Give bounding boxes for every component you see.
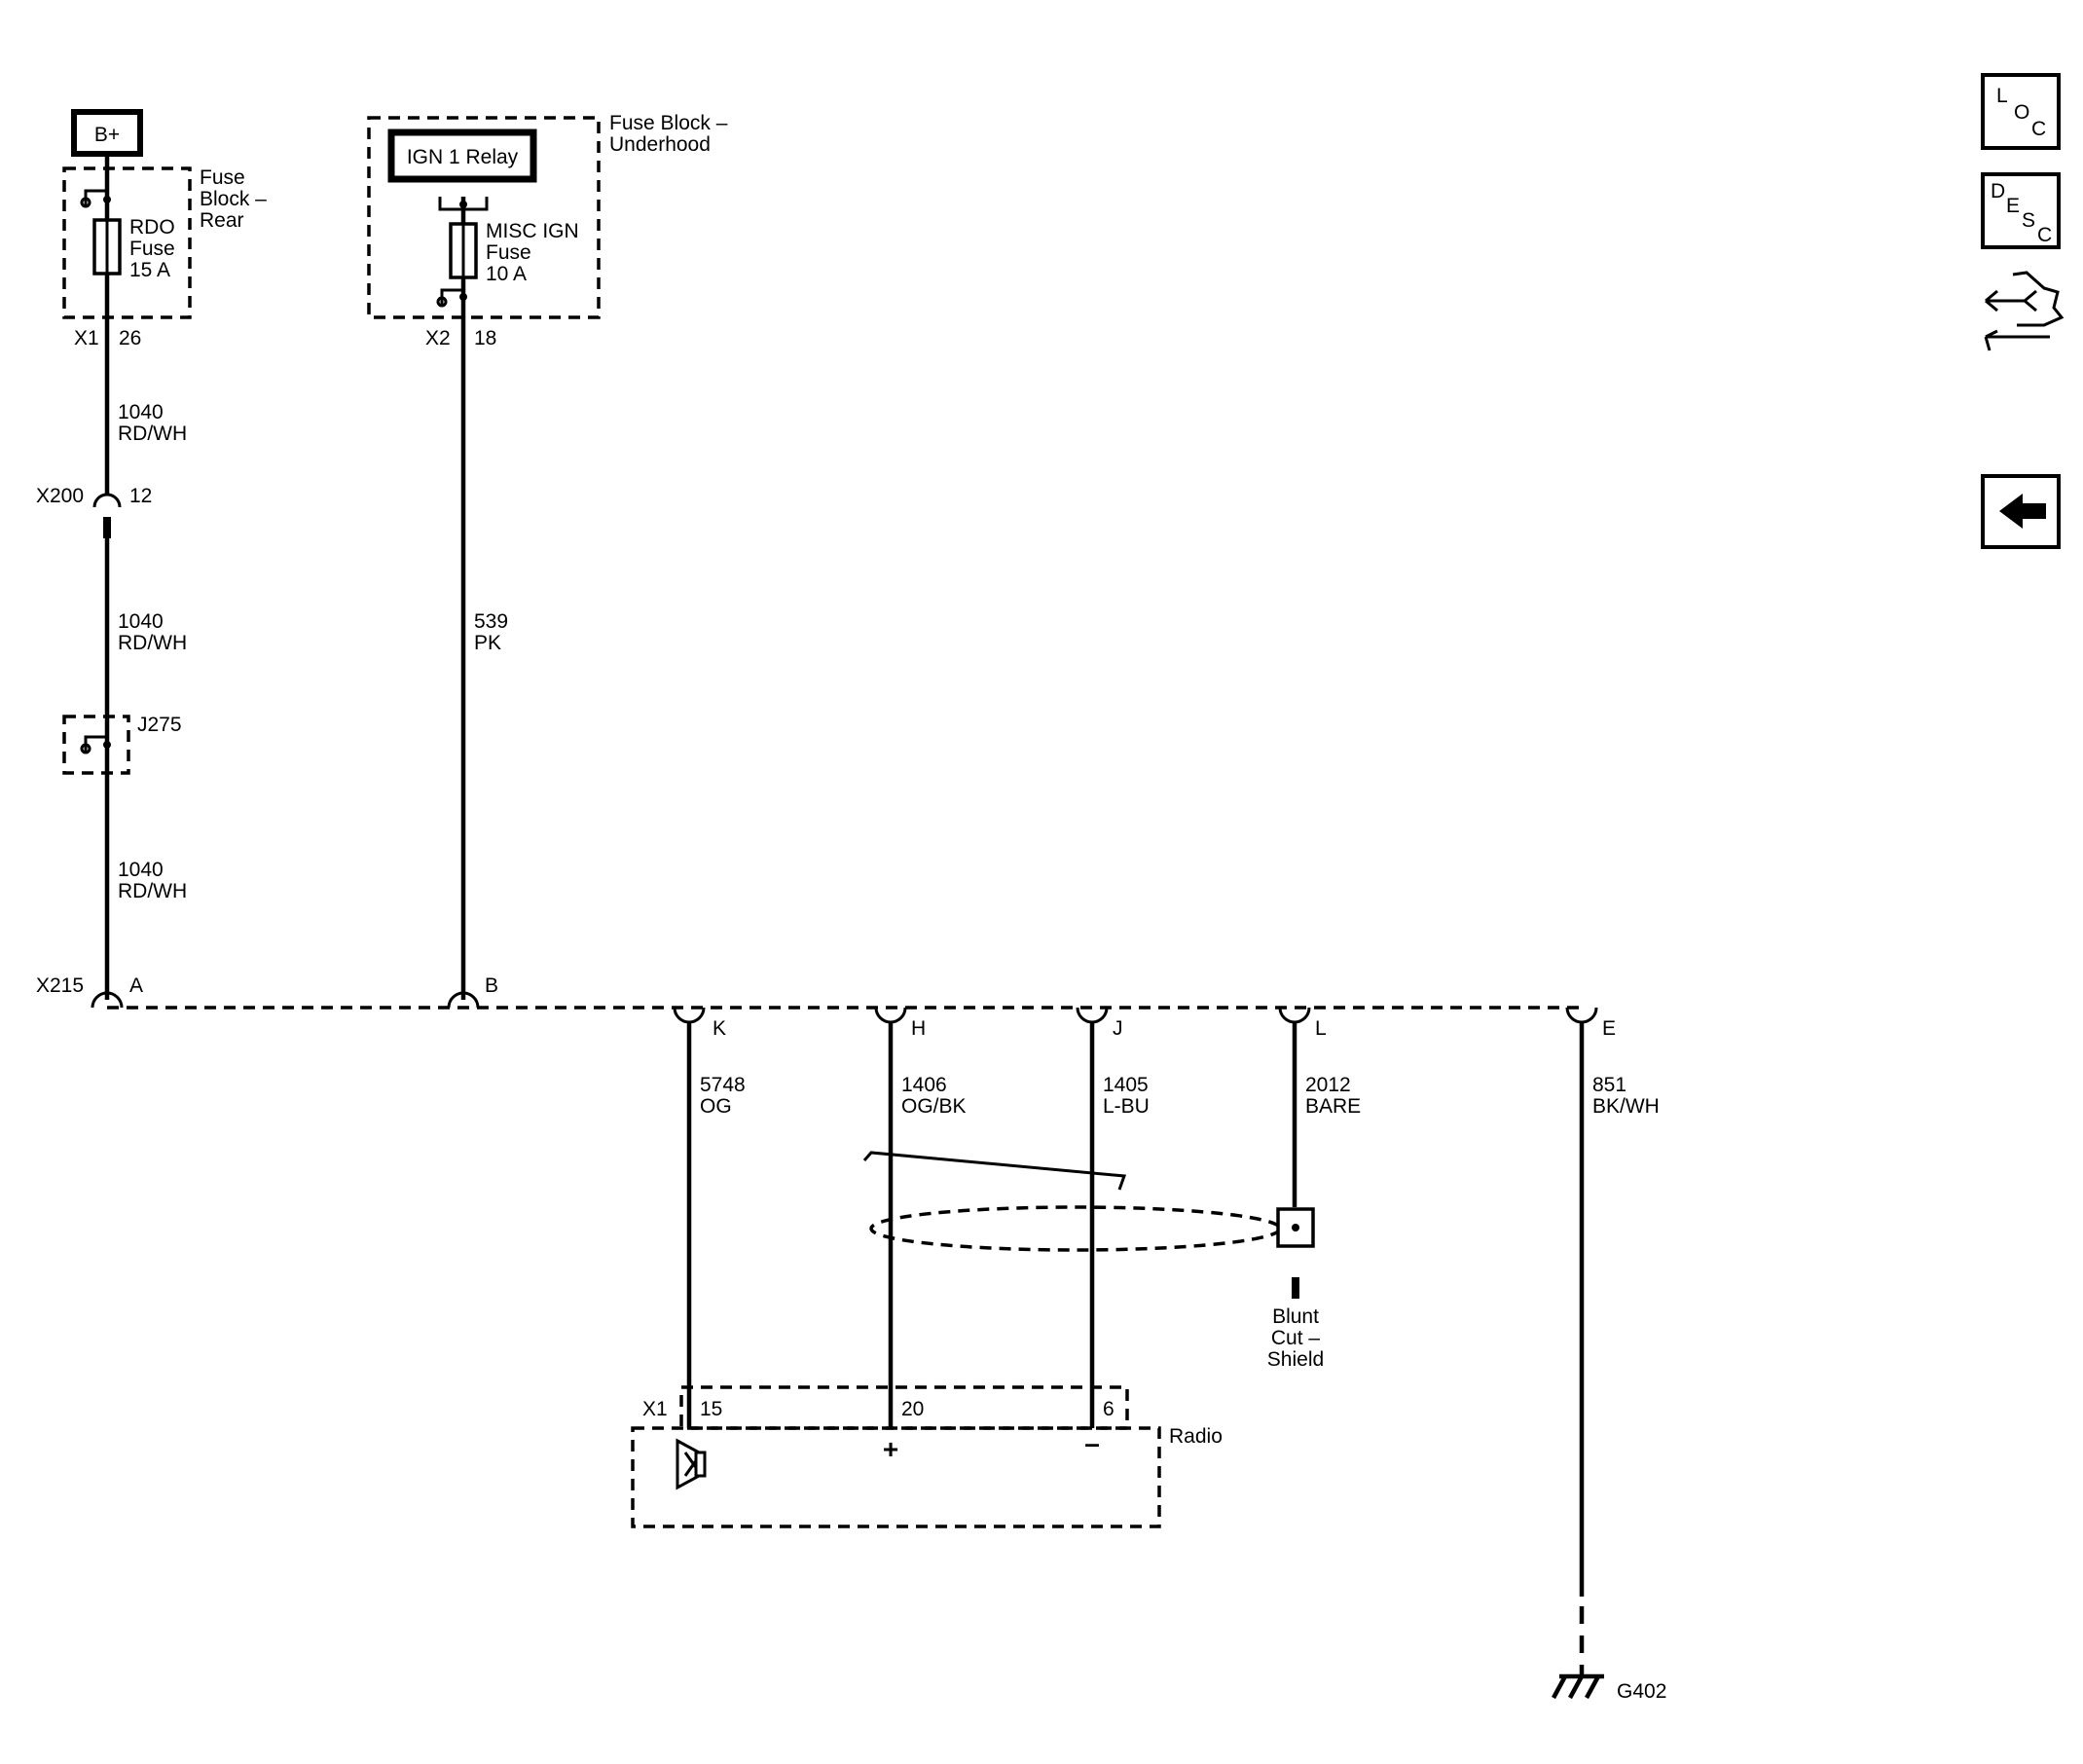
radio-connector-label: X1 bbox=[642, 1398, 668, 1420]
x215-pin-b: B bbox=[485, 974, 498, 997]
ign-1-relay-box bbox=[387, 129, 537, 183]
wire-2012-color: BARE bbox=[1305, 1095, 1361, 1118]
fuse-block-underhood-pin: 18 bbox=[474, 327, 496, 349]
x215-pin-l: L bbox=[1315, 1017, 1327, 1040]
fuse-block-rear-label-2: Block – bbox=[200, 188, 267, 210]
j275-label: J275 bbox=[137, 714, 182, 736]
fuse-block-underhood-connector: X2 bbox=[425, 327, 451, 349]
x215-pin-h: H bbox=[911, 1017, 926, 1040]
wire-539-circuit: 539 bbox=[474, 610, 508, 633]
x215-label: X215 bbox=[36, 974, 84, 997]
radio-pin-6: 6 bbox=[1103, 1398, 1115, 1420]
radio-module: X1 15 20 6 Radio + – bbox=[631, 1385, 1223, 1528]
fuse-block-underhood-label-1: Fuse Block – bbox=[609, 112, 728, 134]
battery-label: B+ bbox=[94, 124, 120, 146]
desc-letter-s: S bbox=[2022, 209, 2035, 232]
double-arrow-icon bbox=[1985, 289, 2025, 312]
twist-indicator-icon bbox=[862, 1151, 1127, 1191]
wire-1406-color: OG/BK bbox=[901, 1095, 967, 1118]
back-arrow-icon bbox=[1999, 494, 2046, 529]
x215-pin-e: E bbox=[1602, 1017, 1616, 1040]
radio-minus-label: – bbox=[1084, 1428, 1100, 1458]
wrench-icon bbox=[1984, 329, 2050, 351]
x215-pin-j: J bbox=[1113, 1017, 1123, 1040]
radio-pin-20: 20 bbox=[901, 1398, 924, 1420]
splice-j275: J275 bbox=[62, 714, 182, 775]
x215-pin-a: A bbox=[129, 974, 143, 997]
loc-letter-o: O bbox=[2014, 101, 2029, 124]
ground-g402: G402 bbox=[1552, 1673, 1666, 1703]
wire-1040-circuit-b: 1040 bbox=[118, 610, 164, 633]
shield-label-3: Shield bbox=[1267, 1348, 1324, 1371]
loc-letter-l: L bbox=[1996, 85, 2008, 107]
fuse-block-rear-connector: X1 bbox=[74, 327, 99, 349]
shield-label-1: Blunt bbox=[1272, 1305, 1319, 1328]
x200-label: X200 bbox=[36, 485, 84, 507]
wire-2012-circuit: 2012 bbox=[1305, 1074, 1351, 1096]
wire-539-color: PK bbox=[474, 632, 501, 654]
harness-connector-x215: X215 A B K H J L E bbox=[36, 974, 1616, 1040]
wire-1040-circuit-a: 1040 bbox=[118, 401, 164, 423]
wire-851-color: BK/WH bbox=[1592, 1095, 1660, 1118]
speaker-icon bbox=[676, 1438, 707, 1490]
desc-letter-d: D bbox=[1991, 180, 2005, 202]
rdo-fuse-label-3: 15 A bbox=[129, 259, 170, 281]
ign-1-relay-label: IGN 1 Relay bbox=[407, 146, 519, 168]
fuse-block-rear-pin: 26 bbox=[119, 327, 141, 349]
inline-connector-x200: X200 12 bbox=[36, 485, 152, 538]
radio-label: Radio bbox=[1169, 1425, 1223, 1448]
x215-pin-k: K bbox=[713, 1017, 726, 1040]
wire-5748-circuit: 5748 bbox=[700, 1074, 746, 1096]
twisted-pair-shield: Blunt Cut – Shield bbox=[862, 1151, 1324, 1371]
rdo-fuse-label-1: RDO bbox=[129, 216, 175, 239]
radio-pin-15: 15 bbox=[700, 1398, 722, 1420]
fuse-block-rear-label-3: Rear bbox=[200, 209, 244, 232]
wire-1040-circuit-c: 1040 bbox=[118, 859, 164, 881]
ground-g402-label: G402 bbox=[1617, 1680, 1666, 1703]
wire-5748-color: OG bbox=[700, 1095, 732, 1118]
desc-letter-c: C bbox=[2037, 224, 2052, 246]
shield-label-2: Cut – bbox=[1271, 1327, 1321, 1349]
radio-plus-label: + bbox=[883, 1434, 898, 1464]
circuit-539: 539 PK bbox=[460, 317, 508, 1000]
misc-ign-fuse-label-2: Fuse bbox=[486, 241, 531, 264]
misc-ign-fuse-label-1: MISC IGN bbox=[486, 220, 579, 242]
loc-letter-c: C bbox=[2031, 118, 2046, 140]
loc-button[interactable]: L O C bbox=[1981, 73, 2061, 150]
desc-letter-e: E bbox=[2006, 195, 2020, 217]
circuit-1040: 1040 RD/WH X200 12 1040 RD/WH J275 1040 … bbox=[36, 317, 187, 1000]
wire-851-circuit: 851 bbox=[1592, 1074, 1626, 1096]
fuse-block-rear: Fuse Block – Rear RDO Fuse 15 A X1 26 bbox=[62, 154, 267, 349]
hand-icon bbox=[2012, 271, 2065, 327]
back-button[interactable] bbox=[1981, 474, 2061, 549]
wire-1040-color-b: RD/WH bbox=[118, 632, 187, 654]
wire-1405-circuit: 1405 bbox=[1103, 1074, 1149, 1096]
desc-button[interactable]: D E S C bbox=[1981, 172, 2061, 249]
fuse-block-rear-label-1: Fuse bbox=[200, 166, 245, 189]
wire-1040-color-a: RD/WH bbox=[118, 423, 187, 445]
wire-1405-color: L-BU bbox=[1103, 1095, 1150, 1118]
rdo-fuse-label-2: Fuse bbox=[129, 238, 175, 260]
x200-pin: 12 bbox=[129, 485, 152, 507]
connector-repair-button[interactable] bbox=[1984, 271, 2065, 351]
wire-1406-circuit: 1406 bbox=[901, 1074, 947, 1096]
battery-supply: B+ bbox=[71, 109, 143, 157]
wire-1040-color-c: RD/WH bbox=[118, 880, 187, 902]
lower-wires: 5748 OG 1406 OG/BK 1405 L-BU 2012 BARE 8… bbox=[686, 1022, 1660, 1676]
fuse-block-underhood-label-2: Underhood bbox=[609, 133, 711, 156]
misc-ign-fuse-label-3: 10 A bbox=[486, 263, 527, 285]
fuse-block-underhood: Fuse Block – Underhood IGN 1 Relay MISC … bbox=[367, 112, 728, 349]
